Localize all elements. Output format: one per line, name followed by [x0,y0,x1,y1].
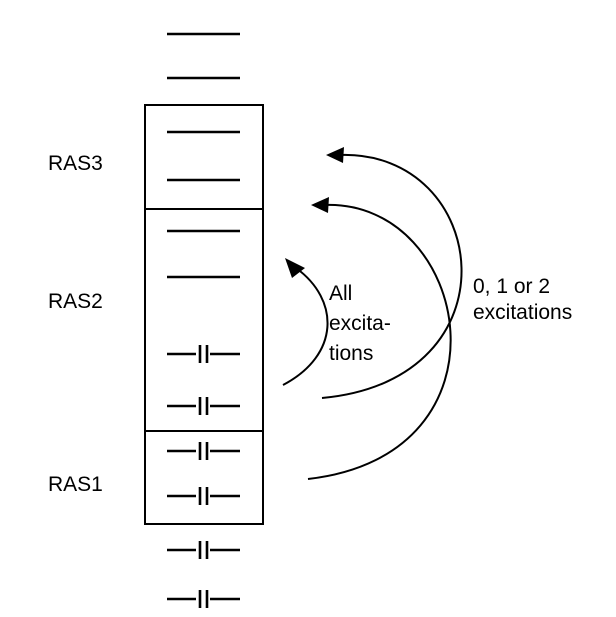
ras2-to-ras3-arrow [321,147,463,399]
inner-annotation-line-1: All [329,282,352,305]
ras2-box [144,208,264,432]
doubly-occupied-orbital [167,345,240,363]
inner-annotation-line-2: excita- [329,312,391,335]
outer-annotation: 0, 1 or 2 excitations [473,275,572,324]
ras1-excitation-arrow [307,197,452,480]
inner-annotation: All excita- tions [329,282,391,365]
ras3-box [144,104,264,210]
doubly-occupied-orbital [167,541,240,559]
inner-excitation-arrow [282,258,329,386]
ras1-label: RAS1 [48,473,103,496]
ras3-label: RAS3 [48,152,103,175]
doubly-occupied-orbital [167,487,240,505]
doubly-occupied-orbital [167,397,240,415]
doubly-occupied-orbital [167,590,240,608]
orbital-levels [167,32,240,608]
doubly-occupied-orbital [167,442,240,460]
outer-annotation-line-1: 0, 1 or 2 [473,275,550,298]
ras2-label: RAS2 [48,290,103,313]
ras-boxes [144,104,264,525]
inner-annotation-line-3: tions [329,342,373,365]
outer-annotation-line-2: excitations [473,301,572,324]
ras1-box [144,430,264,525]
